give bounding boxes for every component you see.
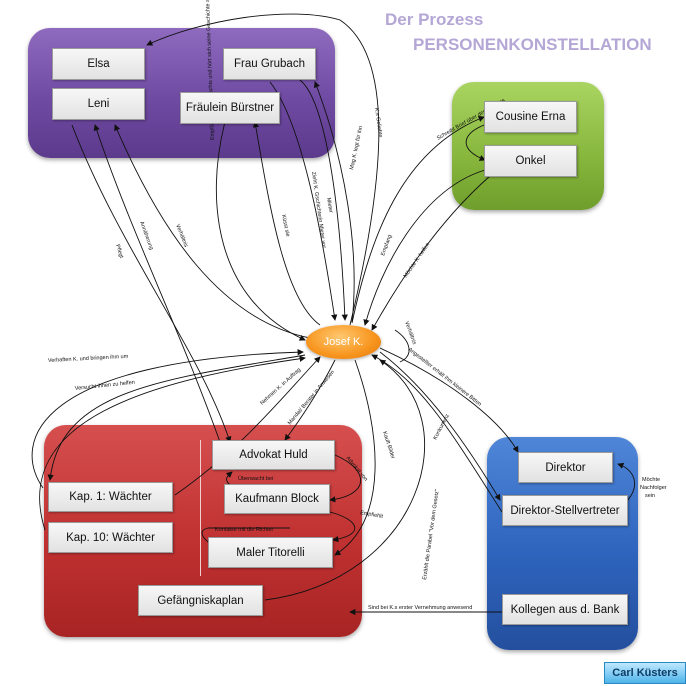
edge-titorelli-kontakte (201, 527, 290, 543)
edge-kap10-josef (39, 355, 306, 531)
label-zieht-k: Zieht K. Gschichterin Mieter vor (310, 171, 327, 248)
node-josef-k[interactable]: Josef K. (306, 325, 381, 359)
court-divider (200, 440, 201, 576)
node-frau-grubach[interactable]: Frau Grubach (223, 48, 316, 80)
edge-huld-block (329, 454, 362, 503)
edge-josef-huld (284, 359, 336, 441)
node-maler-titorelli[interactable]: Maler Titorelli (208, 537, 333, 568)
label-mieter: Mieter (325, 197, 334, 213)
node-kollegen-bank[interactable]: Kollegen aus d. Bank (502, 594, 628, 625)
label-erzaehlt: Erzählt die Parabel "Vor dem Gesetz" (422, 489, 441, 580)
label-empfang: Empfang (380, 234, 393, 257)
edge-stv-josef (371, 354, 503, 513)
edge-josef-erna (351, 116, 485, 324)
edge-josef-elsa (146, 13, 380, 326)
edge-josef-bank (394, 329, 410, 363)
edge-grubach-josef-2 (269, 81, 338, 321)
edge-block-titorelli (329, 511, 356, 543)
node-kap1-waechter[interactable]: Kap. 1: Wächter (48, 482, 173, 512)
edge-erna-onkel (465, 124, 486, 161)
label-empfiehlt: Empfiehlt (360, 510, 384, 520)
node-direktor-stellvertreter[interactable]: Direktor-Stellvertreter (502, 495, 628, 526)
label-moechte-helfen: Möchte K. helfen (403, 242, 432, 279)
label-verhaeltnis2: Verhältnis (403, 321, 417, 346)
label-pflegt: Pflegt (114, 244, 124, 260)
label-angestellter: Angestellter erhält ihm kleinere Bitten (407, 347, 482, 408)
edge-annaeherung (93, 124, 221, 443)
edge-onkel-josef-2 (371, 175, 491, 331)
label-kuesst-sie: Küsst sie (280, 214, 291, 237)
edge-kap1-josef-2 (174, 356, 321, 496)
node-fraeulein-buerstner[interactable]: Fräulein Bürstner (180, 92, 280, 124)
node-advokat-huld[interactable]: Advokat Huld (212, 440, 335, 470)
label-versucht-helfen: Versucht ihnen zu helfen (75, 380, 136, 392)
edge-leni-huld (71, 124, 232, 443)
edge-josef-kap10 (47, 354, 306, 481)
node-cousine-erna[interactable]: Cousine Erna (484, 101, 577, 133)
edge-grubach-josef (299, 79, 348, 321)
edge-josef-leni (114, 124, 311, 339)
edge-onkel-josef (363, 169, 486, 326)
edge-josef-direktor (379, 347, 519, 453)
label-empfaengt: Empfängt K. spät nachts und hört sich se… (205, 0, 216, 140)
label-konkurrenz: Konkurrenz (432, 413, 451, 441)
node-kap10-waechter[interactable]: Kap. 10: Wächter (48, 522, 173, 553)
label-sind-bei: Sind bei K.s erster Vernehmung anwesend (368, 605, 472, 611)
label-ks-geliebte: K.s Geliebte (373, 107, 383, 138)
label-moechte-nachfolger-2: Nachfolger (640, 485, 667, 491)
node-onkel[interactable]: Onkel (484, 145, 577, 177)
edge-josef-titorelli (334, 359, 376, 556)
edge-kaplan-josef (264, 359, 426, 601)
label-mag-k: Mag K. legt für ihn (349, 126, 364, 171)
label-annaeherung: Annäherung (138, 221, 154, 251)
diagram-subtitle: PERSONENKONSTELLATION (413, 35, 652, 54)
edge-josef-buerstner (252, 121, 321, 326)
diagram-title: Der Prozess (385, 10, 484, 29)
node-elsa[interactable]: Elsa (52, 48, 145, 80)
label-advokat-von: Advokat von (344, 455, 368, 482)
label-moechte-nachfolger-3: sein (645, 493, 655, 499)
node-direktor[interactable]: Direktor (518, 452, 613, 483)
label-verhaeltnis: Verhältnis (174, 224, 189, 249)
edge-buerstner-josef (215, 121, 306, 341)
edge-josef-grubach (313, 81, 355, 323)
edge-stv-direktor (617, 462, 636, 501)
label-verhaften: Verhaften K. und bringen ihm um (48, 354, 129, 364)
label-moechte-nachfolger-1: Möchte (642, 477, 660, 483)
node-gefaengniskaplan[interactable]: Gefängniskaplan (138, 585, 263, 616)
author-badge: Carl Küsters (604, 662, 686, 684)
label-ueberwacht: Überwacht bei (238, 475, 273, 482)
edge-block-huld (225, 471, 233, 486)
node-kaufmann-block[interactable]: Kaufmann Block (224, 484, 330, 514)
label-kauft-bilder: Kauft Bilder (381, 431, 396, 460)
edge-josef-stv (379, 351, 501, 501)
edge-kap1-josef (31, 349, 304, 489)
node-leni[interactable]: Leni (52, 88, 145, 120)
label-kontakte: Kontakte mit die Richter (215, 527, 274, 533)
